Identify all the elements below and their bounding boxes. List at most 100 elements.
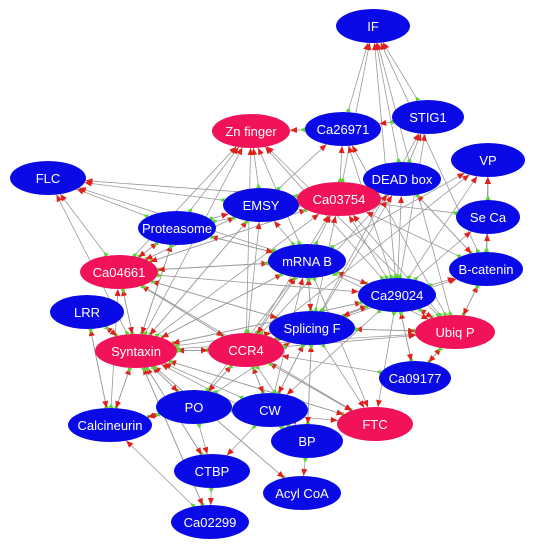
arrowhead-Proteasome-EMSY <box>221 212 229 219</box>
source-marker-BP-AcylCoA <box>302 457 308 463</box>
node-SeCa[interactable]: Se Ca <box>456 200 520 234</box>
edge-LRR-Calcineurin <box>90 328 107 409</box>
node-STIG1[interactable]: STIG1 <box>392 100 464 134</box>
node-IF[interactable]: IF <box>336 9 410 43</box>
arrowhead-CCR4-VP <box>462 174 470 182</box>
node-Bcatenin[interactable]: B-catenin <box>449 252 523 286</box>
arrowhead-CCR4-Ca03754 <box>322 215 329 223</box>
node-Ca02299[interactable]: Ca02299 <box>171 505 249 539</box>
edge-STIG1-IF <box>382 42 419 101</box>
node-label-EMSY: EMSY <box>243 198 280 213</box>
node-mRNAB[interactable]: mRNA B <box>268 244 346 278</box>
source-marker-Ca29024-Ca03754 <box>384 274 390 280</box>
node-Ca29024[interactable]: Ca29024 <box>358 278 436 312</box>
source-marker-Ca04661-ZnFinger <box>131 252 138 258</box>
source-marker-mRNAB-VP <box>329 245 336 250</box>
node-ellipse-Bcatenin <box>449 252 523 286</box>
source-marker-Syntaxin-CCR4 <box>177 348 182 354</box>
edge-EMSY-Ca26971 <box>277 144 327 190</box>
node-ellipse-Ca04661 <box>80 255 158 289</box>
source-marker-UbiqP-Ca03754 <box>437 312 443 318</box>
edge-mRNAB-Syntaxin <box>161 273 283 338</box>
node-UbiqP[interactable]: Ubiq P <box>415 315 495 349</box>
node-ellipse-SplicingF <box>269 311 355 345</box>
source-marker-Syntaxin-AcylCoA <box>152 364 158 370</box>
source-marker-EMSY-Ca04661 <box>230 215 236 220</box>
node-CCR4[interactable]: CCR4 <box>208 333 284 367</box>
node-ellipse-IF <box>336 9 410 43</box>
node-ellipse-Ca09177 <box>379 361 451 395</box>
arrowhead-Calcineurin-Ca04661 <box>114 289 121 297</box>
source-marker-Syntaxin-Calcineurin <box>127 367 133 373</box>
arrowhead-Syntaxin-PO <box>170 384 178 392</box>
node-EMSY[interactable]: EMSY <box>223 188 299 222</box>
node-Ca26971[interactable]: Ca26971 <box>305 112 381 146</box>
source-marker-SplicingF-FTC <box>320 343 326 349</box>
node-DEADbox[interactable]: DEAD box <box>363 162 441 196</box>
node-ZnFinger[interactable]: Zn finger <box>212 114 290 148</box>
node-AcylCoA[interactable]: Acyl CoA <box>263 476 341 510</box>
node-Ca09177[interactable]: Ca09177 <box>379 361 451 395</box>
arrowhead-SplicingF-DEADbox <box>385 195 393 203</box>
arrowhead-Ca26971-ZnFinger <box>290 127 297 133</box>
source-marker-DEADbox-Bcatenin <box>414 193 421 199</box>
arrowhead-Proteasome-Syntaxin <box>141 326 147 335</box>
node-ellipse-CW <box>232 393 308 427</box>
arrowhead-Syntaxin-UbiqP <box>408 331 416 338</box>
node-CTBP[interactable]: CTBP <box>174 454 250 488</box>
node-FTC[interactable]: FTC <box>337 407 413 441</box>
arrowhead-Ca29024-Ca03754 <box>349 215 356 224</box>
arrowhead-Ca09177-CCR4 <box>281 354 289 360</box>
node-Calcineurin[interactable]: Calcineurin <box>68 408 152 442</box>
node-label-FTC: FTC <box>362 417 387 432</box>
node-ellipse-UbiqP <box>415 315 495 349</box>
edge-EMSY-FLC <box>84 182 225 201</box>
source-marker-mRNAB-UbiqP <box>332 271 338 276</box>
node-ellipse-SeCa <box>456 200 520 234</box>
node-LRR[interactable]: LRR <box>50 295 124 329</box>
source-marker-mRNAB-FTC <box>311 276 317 283</box>
node-FLC[interactable]: FLC <box>10 161 86 195</box>
source-marker-SplicingF-Ca03754 <box>313 306 318 312</box>
arrowhead-Bcatenin-SeCa <box>484 234 491 242</box>
edge-Ca29024-Ca03754 <box>348 215 388 279</box>
source-marker-EMSY-Syntaxin <box>244 219 250 225</box>
source-marker-Ca29024-Ca09177 <box>398 311 404 317</box>
source-marker-Syntaxin-SplicingF <box>174 343 181 349</box>
node-BP[interactable]: BP <box>271 424 343 458</box>
edge-mRNAB-Ca04661 <box>157 262 269 271</box>
source-marker-STIG1-Ca26971 <box>388 119 394 125</box>
arrowhead-Ca29024-VP <box>470 176 478 184</box>
node-Proteasome[interactable]: Proteasome <box>138 211 216 245</box>
node-Syntaxin[interactable]: Syntaxin <box>95 334 177 368</box>
source-marker-UbiqP-IF <box>448 310 453 316</box>
source-marker-Ca29024-SeCa <box>413 276 419 282</box>
edge-Ca02299-Calcineurin <box>125 440 195 507</box>
node-label-AcylCoA: Acyl CoA <box>275 486 329 501</box>
arrowhead-UbiqP-Ca03754 <box>353 215 360 223</box>
node-label-FLC: FLC <box>36 171 61 186</box>
edge-Ca26971-IF <box>347 42 369 113</box>
source-marker-Bcatenin-UbiqP <box>475 284 481 291</box>
node-ellipse-AcylCoA <box>263 476 341 510</box>
source-marker-Ca04661-Ca29024 <box>157 272 163 278</box>
node-ellipse-Ca26971 <box>305 112 381 146</box>
arrowhead-CTBP-Ca02299 <box>207 497 214 505</box>
node-CW[interactable]: CW <box>232 393 308 427</box>
arrowhead-SplicingF-STIG1 <box>413 133 419 141</box>
edge-Ca03754-IF <box>341 42 371 183</box>
source-marker-CCR4-UbiqP <box>283 344 289 350</box>
node-SplicingF[interactable]: Splicing F <box>269 311 355 345</box>
edge-mRNAB-VP <box>330 172 465 248</box>
node-Ca04661[interactable]: Ca04661 <box>80 255 158 289</box>
source-marker-LRR-Syntaxin <box>103 324 110 330</box>
node-Ca03754[interactable]: Ca03754 <box>297 182 381 216</box>
node-label-VP: VP <box>479 153 496 168</box>
node-VP[interactable]: VP <box>451 143 525 177</box>
arrowhead-mRNAB-UbiqP <box>420 313 429 320</box>
source-marker-CCR4-DEADbox <box>258 330 264 336</box>
edge-CCR4-UbiqP <box>283 335 416 348</box>
node-PO[interactable]: PO <box>156 390 232 424</box>
source-marker-Ca29024-CW <box>376 308 382 314</box>
source-marker-Syntaxin-CTBP <box>144 366 150 372</box>
